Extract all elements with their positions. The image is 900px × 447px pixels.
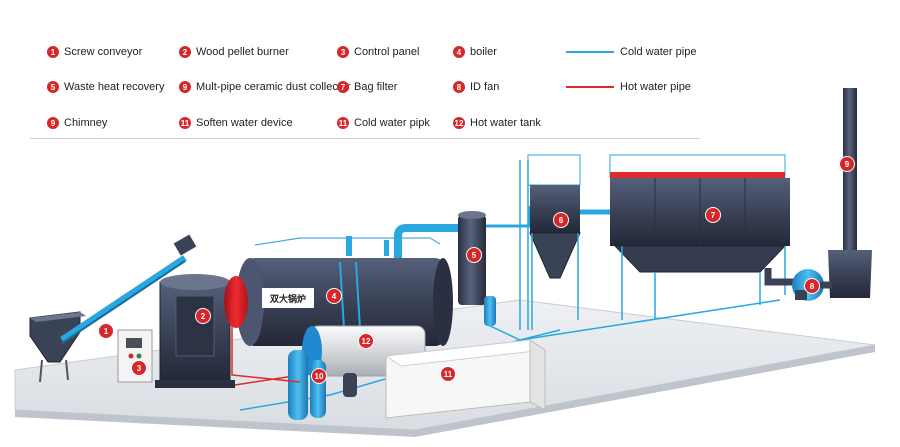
boiler-burner-disc [224,276,248,328]
legend-number: 2 [179,46,191,58]
boiler-logo: 双大锅炉 [270,293,306,305]
screw-conveyor-shadow [61,260,186,344]
tag-control-panel: 3 [131,360,147,376]
legend-item-cold-water-pipe: 11 Cold water pipk [337,117,430,129]
boiler-logo-plate [262,288,314,308]
legend-label: Soften water device [196,117,293,129]
id-fan-motor [795,290,807,300]
hopper-leg [39,359,43,383]
waste-heat-pump [484,296,496,326]
legend-number: 8 [453,81,465,93]
legend-label: Hot water pipe [620,81,691,93]
soften-water-salt-tank [343,373,357,397]
legend-item-screw-conveyor: 1 Screw conveyor [47,46,142,58]
legend-number: 11 [337,117,349,129]
hopper-leg [65,359,69,381]
legend-item-dust-collector: 9 Mult-pipe ceramic dust collector [179,81,351,93]
hot-water-pipe-run [231,300,301,383]
legend-number: 3 [337,46,349,58]
control-panel-button [128,353,134,359]
legend-item-control-panel: 3 Control panel [337,46,419,58]
legend-number: 11 [179,117,191,129]
tag-wood-pellet-burner: 2 [195,308,211,324]
legend-label: Control panel [354,46,420,58]
burner-top [160,274,230,290]
conveyor-motor [173,234,197,256]
cold-pipe-swatch [566,51,614,53]
boiler-steam-valve [384,240,389,256]
legend-item-chimney: 9 Chimney [47,117,107,129]
tag-boiler: 4 [326,288,342,304]
legend-label: Hot water tank [470,117,541,129]
legend-item-soften-water-device: 11 Soften water device [179,117,293,129]
legend-label: Waste heat recovery [64,81,165,93]
legend-number: 5 [47,81,59,93]
flue-pipe [394,224,462,258]
legend-label: Cold water pipk [354,117,430,129]
tag-waste-heat-recovery: 5 [466,247,482,263]
legend-item-wood-pellet-burner: 2 Wood pellet burner [179,46,289,58]
waste-heat-recovery-top [458,211,486,219]
legend-item-waste-heat-recovery: 5 Waste heat recovery [47,81,164,93]
legend-label: ID fan [470,81,500,93]
control-panel-screen [126,338,142,348]
burner-base [155,380,235,388]
tag-bag-filter: 7 [705,207,721,223]
boiler-railing [254,237,441,246]
chimney-stack [843,88,857,288]
tag-chimney: 9 [839,156,855,172]
dust-collector-cage [527,154,581,186]
legend-label: boiler [470,46,497,58]
legend-item-bag-filter: 7 Bag filter [337,81,397,93]
legend-item-boiler: 4 boiler [453,46,497,58]
legend: 1 Screw conveyor 2 Wood pellet burner 3 … [0,0,900,140]
legend-label: Cold water pipe [620,46,697,58]
legend-label: Bag filter [354,81,398,93]
dust-collector-hopper [529,232,581,279]
tag-hot-water-tank: 12 [358,333,374,349]
boiler-rear-cap [433,258,453,346]
legend-number: 9 [47,117,59,129]
hot-pipe-swatch [566,86,614,88]
soften-water-column [288,350,308,420]
control-panel-button [136,353,142,359]
cold-water-tank-side [529,339,546,411]
boiler-steam-valve [346,236,352,256]
duct-to-dust-collector [486,206,532,228]
tag-screw-conveyor: 1 [98,323,114,339]
boiler-front-cap [236,258,264,346]
legend-number: 12 [453,117,465,129]
cold-water-pipe-run [487,324,561,341]
legend-number: 9 [179,81,191,93]
duct-to-id-fan [764,268,800,286]
bag-filter-red-manifold [610,172,785,178]
chimney-base [828,250,872,298]
legend-label: Mult-pipe ceramic dust collector [196,81,351,93]
burner-door [175,295,215,357]
legend-hot-water-pipe: Hot water pipe [566,81,691,93]
tag-dust-collector: 6 [553,212,569,228]
bag-filter-hopper [613,245,787,273]
legend-cold-water-pipe: Cold water pipe [566,46,696,58]
tag-id-fan: 8 [804,278,820,294]
legend-divider [30,138,700,139]
tag-cold-water-tank: 11 [440,366,456,382]
legend-label: Wood pellet burner [196,46,289,58]
legend-item-hot-water-tank: 12 Hot water tank [453,117,541,129]
boiler-shell [245,258,445,346]
legend-item-id-fan: 8 ID fan [453,81,499,93]
legend-number: 7 [337,81,349,93]
legend-number: 4 [453,46,465,58]
tag-soften-water-device: 10 [311,368,327,384]
legend-label: Chimney [64,117,108,129]
legend-label: Screw conveyor [64,46,143,58]
screw-conveyor-tube [60,255,187,343]
legend-number: 1 [47,46,59,58]
hopper-top [30,312,86,322]
